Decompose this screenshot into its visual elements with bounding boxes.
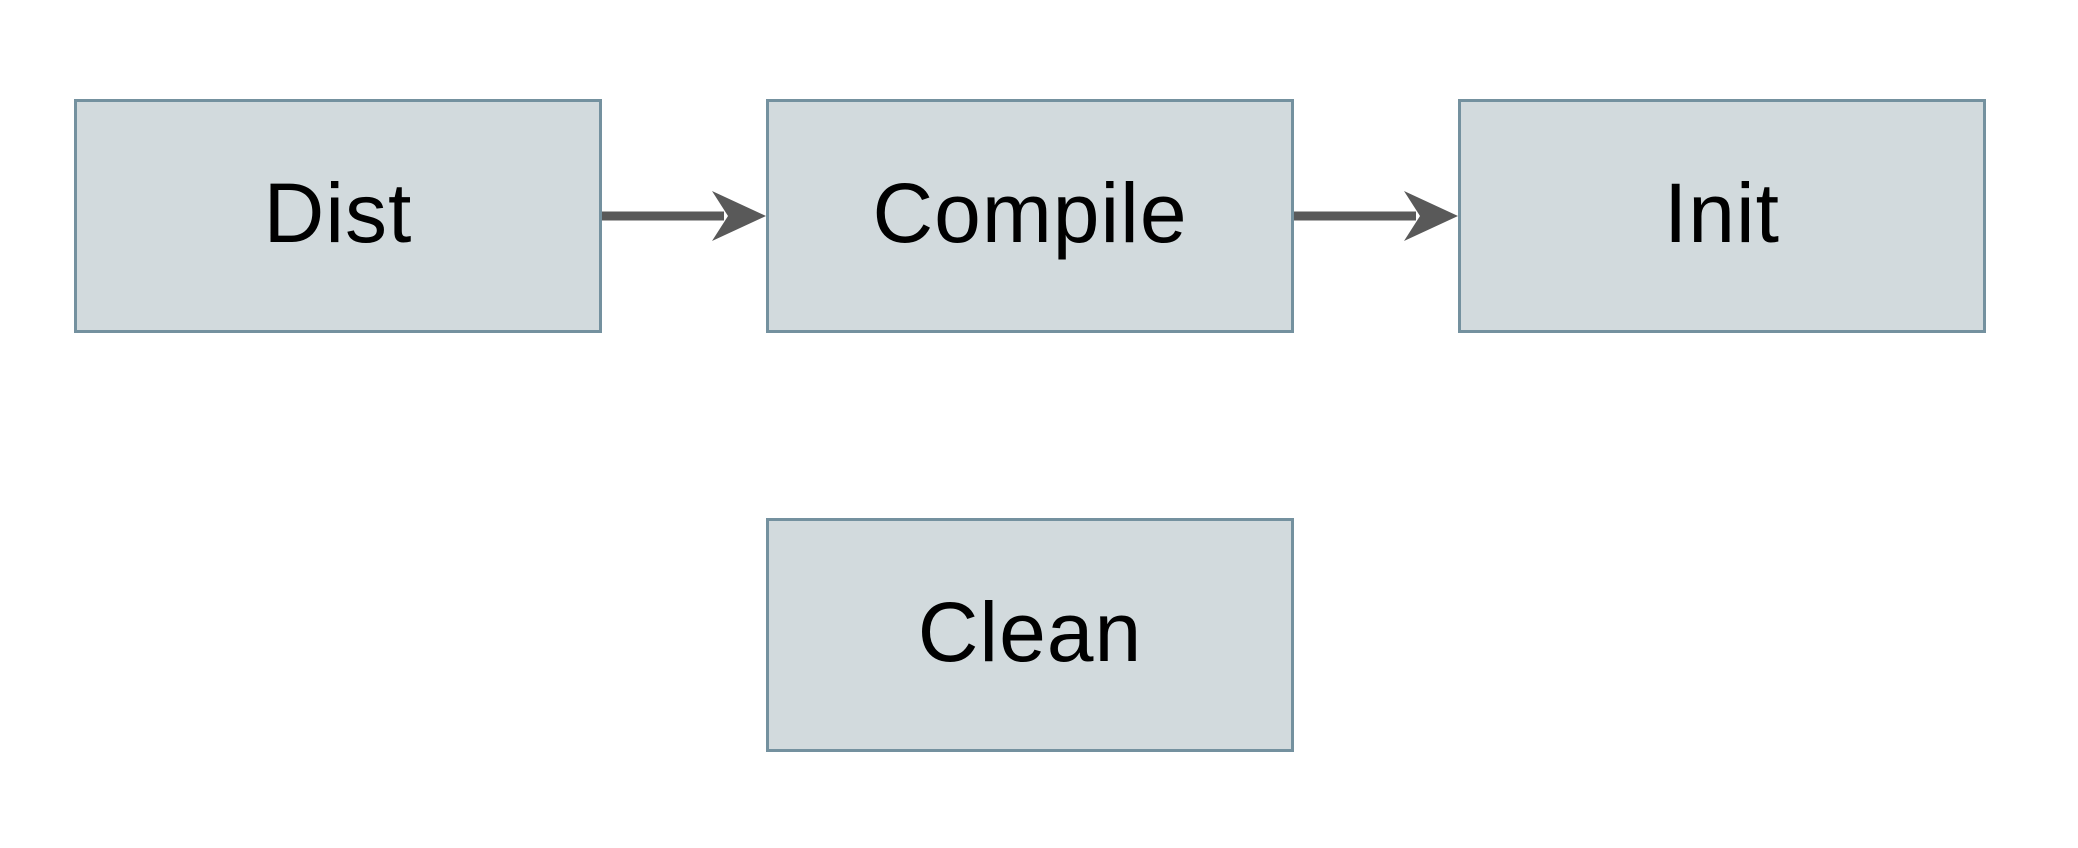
arrow-compile-to-init — [1294, 186, 1458, 246]
arrow-right-icon — [1294, 191, 1458, 241]
node-dist-label: Dist — [263, 166, 413, 260]
node-clean-label: Clean — [917, 585, 1143, 679]
arrow-dist-to-compile — [602, 186, 766, 246]
node-compile[interactable]: Compile — [766, 99, 1294, 333]
arrow-right-icon — [602, 191, 766, 241]
node-dist[interactable]: Dist — [74, 99, 602, 333]
node-init-label: Init — [1663, 166, 1781, 260]
node-compile-label: Compile — [872, 166, 1188, 260]
node-init[interactable]: Init — [1458, 99, 1986, 333]
node-clean[interactable]: Clean — [766, 518, 1294, 752]
